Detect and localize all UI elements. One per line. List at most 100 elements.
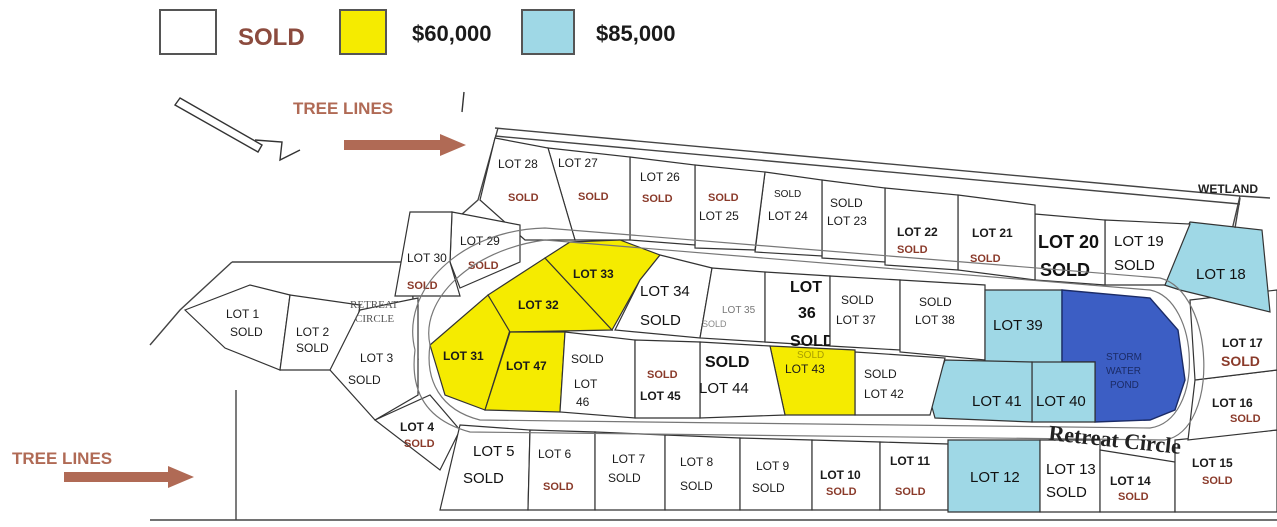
svg-text:STORM: STORM bbox=[1106, 352, 1142, 363]
lot-3[interactable]: LOT 3 SOLD bbox=[329, 297, 419, 421]
svg-text:SOLD: SOLD bbox=[680, 479, 713, 493]
svg-text:36: 36 bbox=[798, 305, 816, 322]
lot-35[interactable]: LOT 35 SOLD bbox=[699, 267, 766, 343]
svg-text:LOT 16: LOT 16 bbox=[1212, 396, 1253, 410]
lot-26[interactable]: LOT 26 SOLD bbox=[629, 156, 696, 246]
svg-text:LOT 18: LOT 18 bbox=[1196, 266, 1246, 283]
svg-text:SOLD: SOLD bbox=[826, 486, 857, 498]
lot-14[interactable]: LOT 14 SOLD bbox=[1099, 449, 1176, 513]
svg-text:SOLD: SOLD bbox=[841, 293, 874, 307]
svg-text:SOLD: SOLD bbox=[640, 312, 681, 329]
lot-45[interactable]: SOLD LOT 45 bbox=[634, 339, 701, 419]
lot-12[interactable]: LOT 12 bbox=[947, 439, 1041, 513]
lot-21[interactable]: LOT 21 SOLD bbox=[957, 194, 1036, 281]
lot-19[interactable]: LOT 19 SOLD bbox=[1104, 219, 1191, 286]
svg-text:SOLD: SOLD bbox=[543, 481, 574, 493]
svg-text:SOLD: SOLD bbox=[1221, 353, 1260, 369]
lot-1[interactable]: LOT 1 SOLD bbox=[183, 284, 291, 371]
lot-6[interactable]: LOT 6 SOLD bbox=[527, 429, 596, 511]
svg-text:LOT 42: LOT 42 bbox=[864, 387, 904, 401]
svg-text:LOT 24: LOT 24 bbox=[768, 209, 808, 223]
svg-text:SOLD: SOLD bbox=[230, 325, 263, 339]
lot-41[interactable]: LOT 41 bbox=[929, 359, 1033, 423]
lot-9[interactable]: LOT 9 SOLD bbox=[739, 437, 813, 511]
svg-text:LOT 17: LOT 17 bbox=[1222, 336, 1263, 350]
svg-text:LOT 7: LOT 7 bbox=[612, 452, 645, 466]
svg-text:LOT 43: LOT 43 bbox=[785, 362, 825, 376]
svg-text:LOT 47: LOT 47 bbox=[506, 359, 547, 373]
svg-text:LOT 44: LOT 44 bbox=[699, 380, 749, 397]
svg-text:SOLD: SOLD bbox=[774, 189, 801, 200]
lot-30[interactable]: LOT 30 SOLD bbox=[394, 211, 461, 297]
lot-10[interactable]: LOT 10 SOLD bbox=[811, 439, 881, 511]
lot-29[interactable]: LOT 29 SOLD bbox=[449, 211, 521, 289]
lot-20[interactable]: LOT 20 SOLD bbox=[1034, 213, 1106, 286]
lot-43[interactable]: LOT 43 SOLD bbox=[769, 345, 856, 416]
lot-42[interactable]: SOLD LOT 42 bbox=[854, 351, 946, 416]
svg-text:LOT 45: LOT 45 bbox=[640, 389, 681, 403]
legend: SOLD $60,000 $85,000 bbox=[159, 9, 676, 55]
svg-text:LOT: LOT bbox=[574, 377, 598, 391]
svg-text:LOT 3: LOT 3 bbox=[360, 351, 393, 365]
lot-11[interactable]: LOT 11 SOLD bbox=[879, 441, 949, 511]
tree-lines-top: TREE LINES bbox=[293, 99, 466, 156]
lot-44[interactable]: SOLD LOT 44 bbox=[699, 341, 786, 419]
svg-text:SOLD: SOLD bbox=[647, 369, 678, 381]
legend-yellow-swatch bbox=[339, 9, 387, 55]
svg-text:LOT 37: LOT 37 bbox=[836, 313, 876, 327]
lot-5[interactable]: LOT 5 SOLD bbox=[439, 424, 531, 511]
lot-36[interactable]: LOT 36 SOLD bbox=[764, 271, 834, 350]
svg-text:LOT 23: LOT 23 bbox=[827, 214, 867, 228]
svg-text:SOLD: SOLD bbox=[1114, 257, 1155, 274]
svg-text:LOT 9: LOT 9 bbox=[756, 459, 789, 473]
lot-22[interactable]: LOT 22 SOLD bbox=[884, 187, 959, 271]
svg-text:POND: POND bbox=[1110, 380, 1139, 391]
lot-40[interactable]: LOT 40 bbox=[1031, 361, 1096, 423]
svg-text:SOLD: SOLD bbox=[705, 354, 749, 371]
lot-39[interactable]: LOT 39 bbox=[984, 289, 1063, 366]
svg-text:LOT 8: LOT 8 bbox=[680, 455, 713, 469]
legend-yellow-price: $60,000 bbox=[412, 21, 492, 46]
svg-text:SOLD: SOLD bbox=[463, 470, 504, 487]
svg-text:LOT 4: LOT 4 bbox=[400, 420, 434, 434]
svg-text:LOT 32: LOT 32 bbox=[518, 298, 559, 312]
lot-15[interactable]: LOT 15 SOLD bbox=[1174, 429, 1277, 513]
lot-16[interactable]: LOT 16 SOLD bbox=[1187, 369, 1277, 441]
street-label-small-1: RETREAT bbox=[350, 299, 399, 311]
sketch-marks bbox=[173, 91, 465, 162]
svg-text:WATER: WATER bbox=[1106, 366, 1141, 377]
svg-text:SOLD: SOLD bbox=[970, 253, 1001, 265]
lot-18[interactable]: LOT 18 bbox=[1154, 221, 1271, 313]
svg-text:SOLD: SOLD bbox=[1230, 413, 1261, 425]
lot-13[interactable]: LOT 13 SOLD bbox=[1039, 439, 1101, 513]
lot-34[interactable]: LOT 34 SOLD bbox=[614, 254, 713, 339]
tree-lines-bottom-arrow bbox=[64, 466, 194, 488]
svg-text:SOLD: SOLD bbox=[895, 486, 926, 498]
lot-8[interactable]: LOT 8 SOLD bbox=[664, 434, 741, 511]
wetland-line bbox=[1234, 197, 1241, 229]
svg-text:LOT 13: LOT 13 bbox=[1046, 461, 1096, 478]
lot-7[interactable]: LOT 7 SOLD bbox=[594, 431, 666, 511]
svg-text:LOT 33: LOT 33 bbox=[573, 267, 614, 281]
svg-text:SOLD: SOLD bbox=[752, 481, 785, 495]
lot-37[interactable]: SOLD LOT 37 bbox=[829, 275, 901, 351]
tree-lines-bottom-label: TREE LINES bbox=[12, 449, 112, 468]
svg-text:SOLD: SOLD bbox=[404, 438, 435, 450]
svg-text:SOLD: SOLD bbox=[919, 295, 952, 309]
svg-text:LOT 27: LOT 27 bbox=[558, 156, 598, 170]
lot-25[interactable]: SOLD LOT 25 bbox=[694, 164, 766, 251]
lot-38[interactable]: SOLD LOT 38 bbox=[899, 279, 986, 361]
svg-text:46: 46 bbox=[576, 395, 590, 409]
lot-28[interactable]: LOT 28 SOLD bbox=[479, 137, 576, 241]
svg-text:SOLD: SOLD bbox=[864, 367, 897, 381]
svg-text:SOLD: SOLD bbox=[608, 471, 641, 485]
svg-text:SOLD: SOLD bbox=[571, 352, 604, 366]
lot-23[interactable]: SOLD LOT 23 bbox=[821, 179, 886, 263]
lot-46[interactable]: SOLD LOT 46 bbox=[559, 331, 636, 419]
lot-24[interactable]: SOLD LOT 24 bbox=[754, 171, 823, 257]
lot-33[interactable]: LOT 33 bbox=[544, 239, 661, 332]
svg-text:LOT 41: LOT 41 bbox=[972, 393, 1022, 410]
svg-text:LOT 39: LOT 39 bbox=[993, 317, 1043, 334]
lot-47[interactable]: LOT 47 bbox=[484, 331, 566, 413]
svg-text:LOT 1: LOT 1 bbox=[226, 307, 259, 321]
